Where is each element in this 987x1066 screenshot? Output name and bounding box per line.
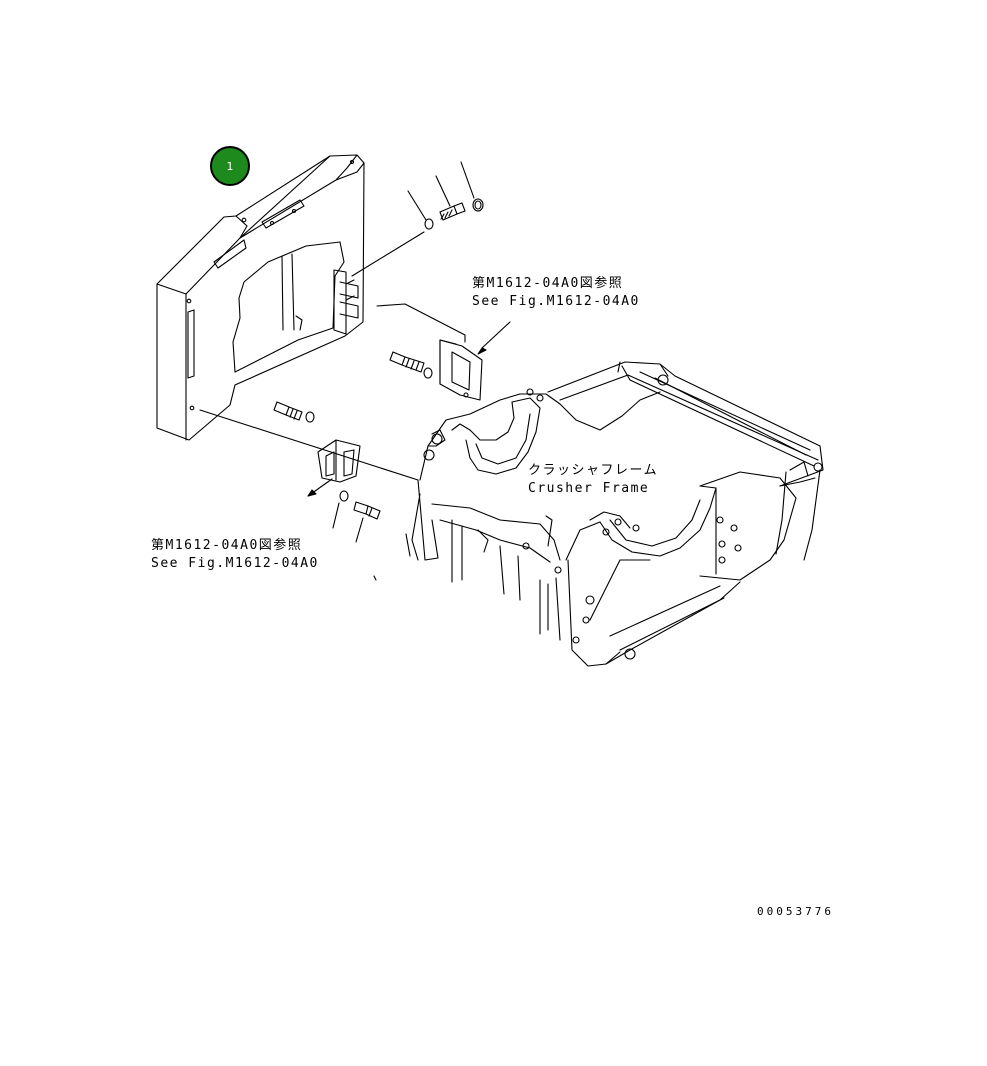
lower-reference-label: 第M1612-04A0図参照 See Fig.M1612-04A0 bbox=[151, 537, 319, 573]
upper-reference-en: See Fig.M1612-04A0 bbox=[472, 294, 640, 309]
crusher-frame bbox=[373, 361, 824, 667]
cover-panel bbox=[156, 154, 365, 441]
frame-label-en: Crusher Frame bbox=[528, 481, 650, 496]
upper-bracket bbox=[376, 303, 511, 401]
frame-label: クラッシャフレーム Crusher Frame bbox=[528, 462, 658, 498]
upper-hardware bbox=[351, 161, 484, 277]
upper-reference-jp: 第M1612-04A0図参照 bbox=[472, 276, 624, 291]
lower-bracket bbox=[199, 401, 419, 543]
figure-id: 00053776 bbox=[757, 905, 834, 918]
lower-reference-jp: 第M1612-04A0図参照 bbox=[151, 538, 303, 553]
frame-detail bbox=[439, 339, 457, 345]
part-callout-1[interactable]: 1 bbox=[210, 146, 250, 186]
upper-reference-label: 第M1612-04A0図参照 See Fig.M1612-04A0 bbox=[472, 275, 640, 311]
lower-reference-en: See Fig.M1612-04A0 bbox=[151, 556, 319, 571]
frame-label-jp: クラッシャフレーム bbox=[528, 463, 659, 478]
